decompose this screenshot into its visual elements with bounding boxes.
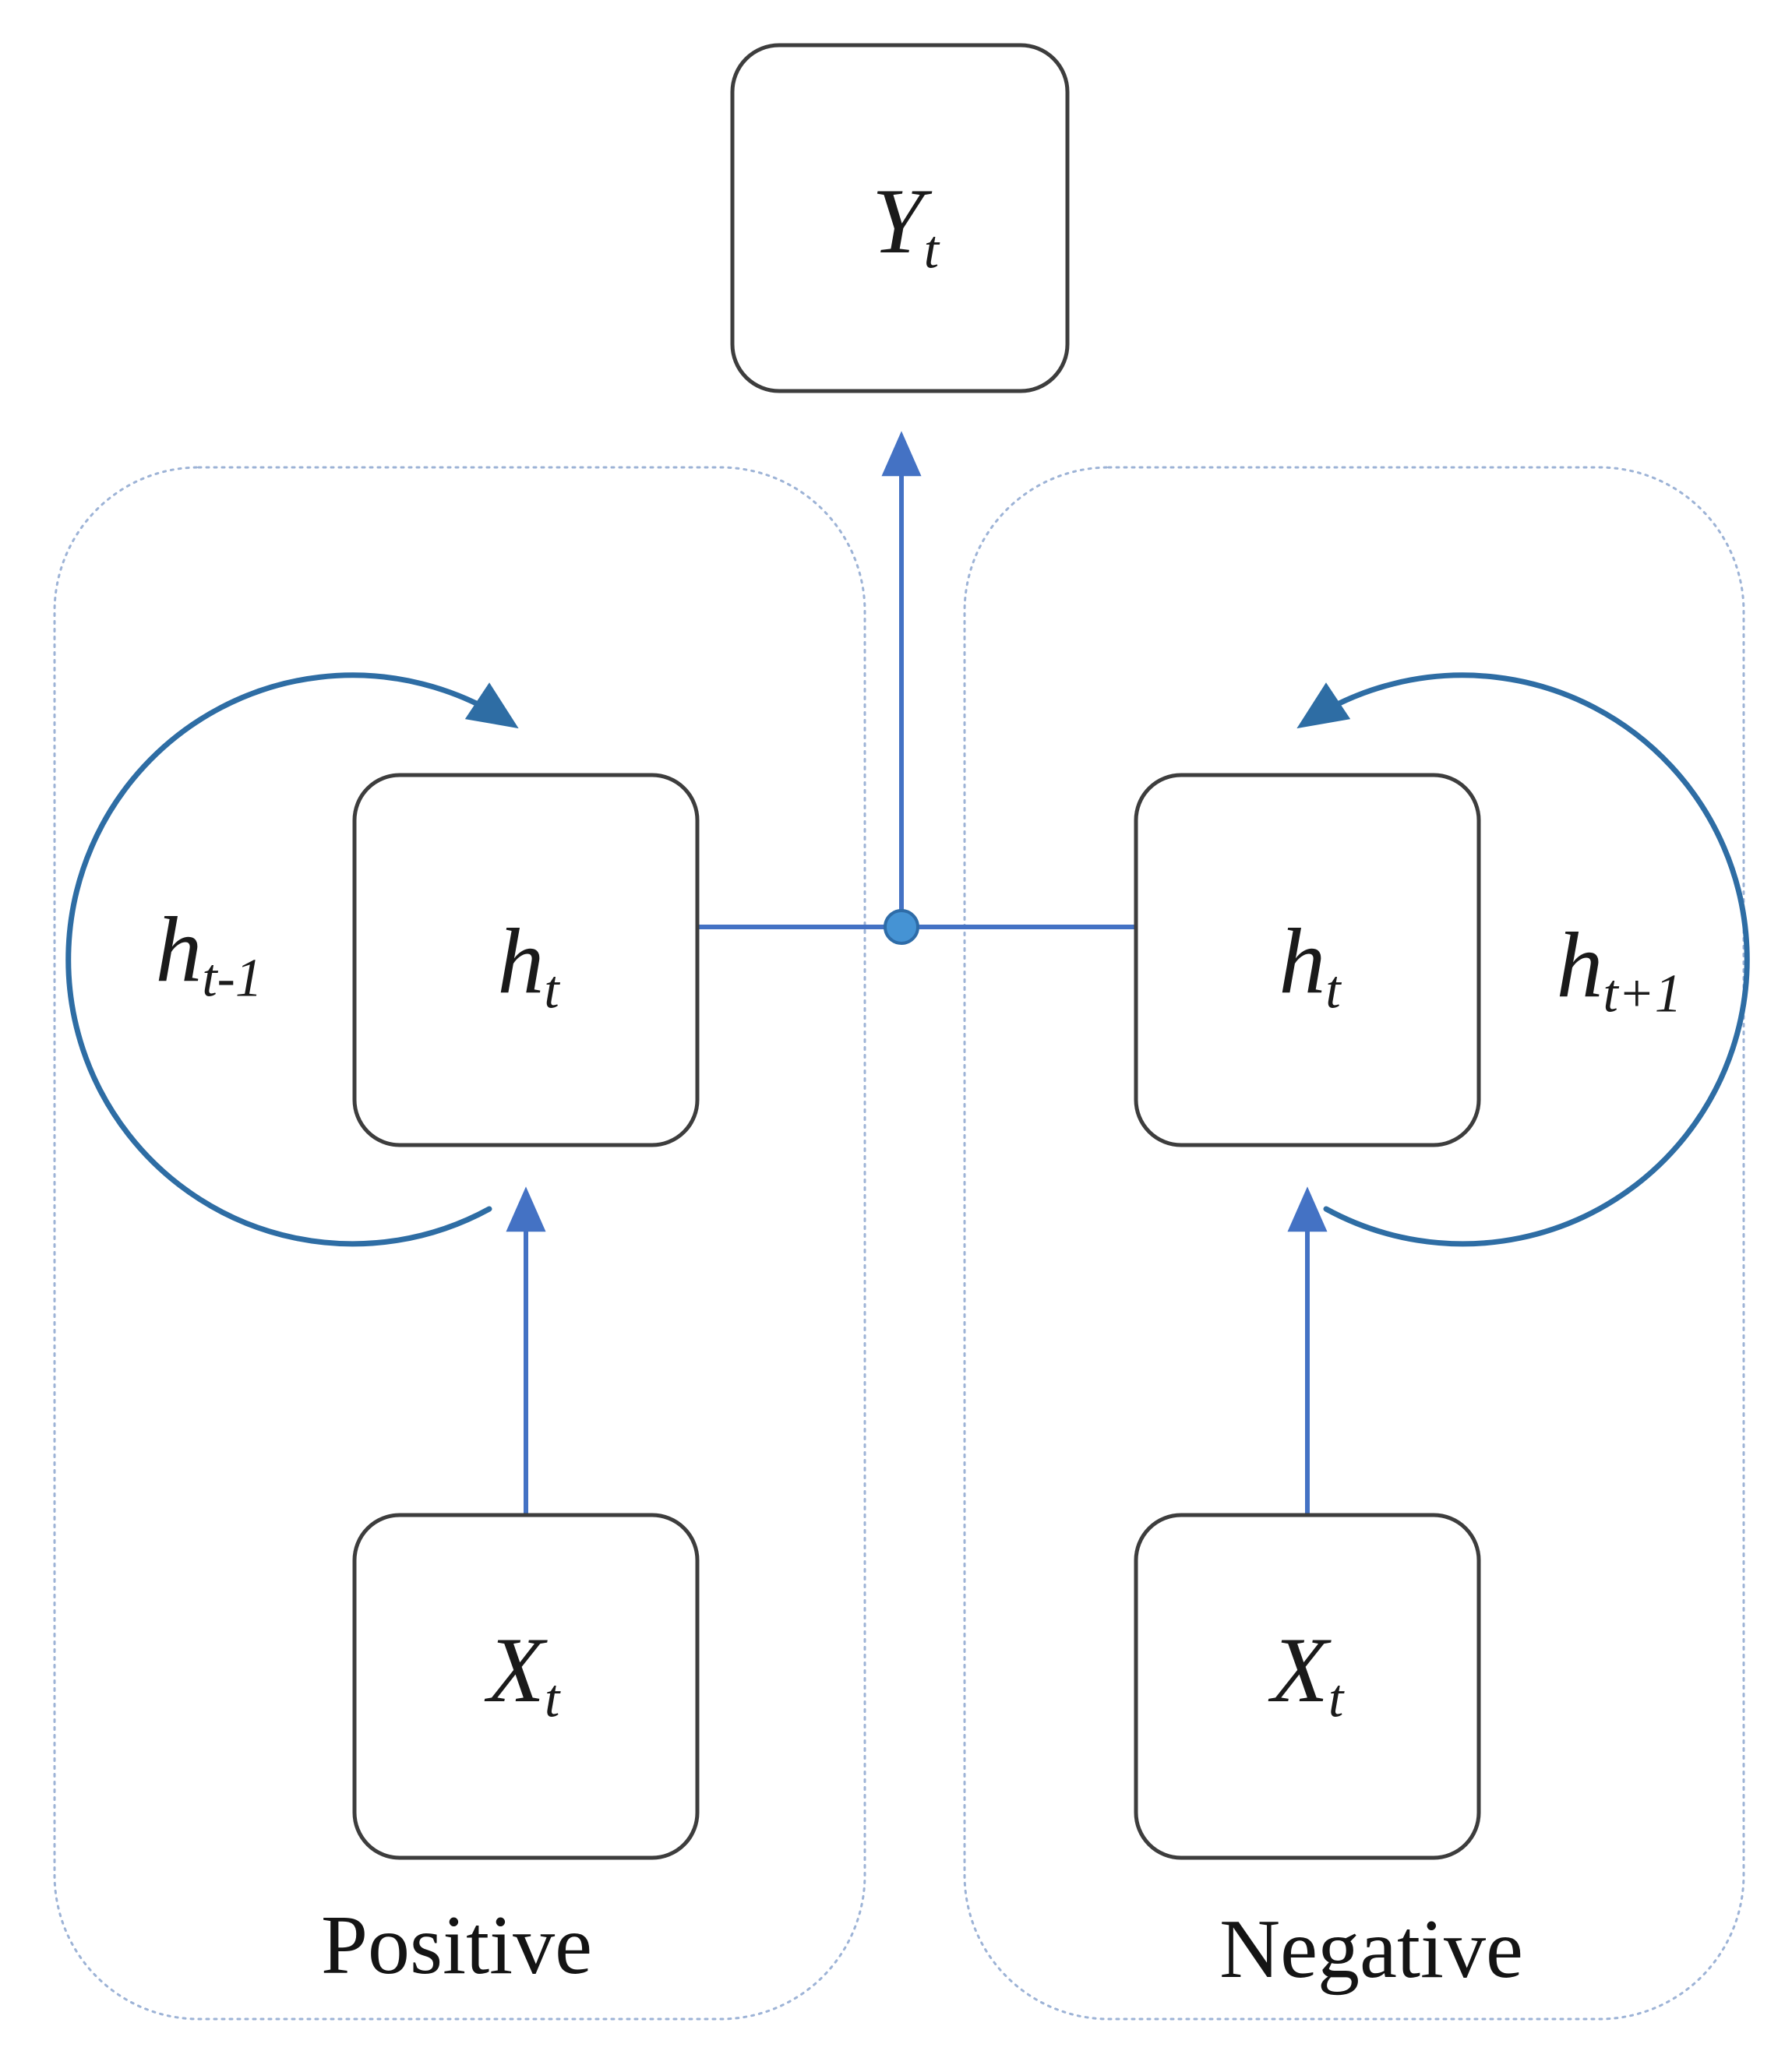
left-input-node-label-main: X bbox=[487, 1617, 545, 1721]
left-input-node-box bbox=[352, 1513, 700, 1860]
left-recurrent-label: ht-1 bbox=[155, 902, 263, 1009]
positive-group-outline bbox=[53, 466, 866, 2021]
right-input-node-label-main: X bbox=[1271, 1617, 1328, 1721]
negative-group-label: Negative bbox=[1219, 1903, 1523, 1996]
left-hidden-node-label: ht bbox=[497, 914, 559, 1017]
positive-group-label: Positive bbox=[320, 1899, 593, 1992]
left-input-node-label-sub: t bbox=[544, 1669, 560, 1729]
right-recurrent-label: ht+1 bbox=[1556, 918, 1681, 1021]
left-hidden-node-label-sub: t bbox=[544, 960, 559, 1020]
right-recurrent-label-main: h bbox=[1556, 912, 1603, 1017]
left-recurrent-label-main: h bbox=[155, 897, 203, 1001]
output-node-label-main: Y bbox=[871, 168, 924, 273]
right-recurrent-label-sub: t+1 bbox=[1603, 964, 1682, 1024]
left-recurrent-label-sub: t-1 bbox=[202, 948, 263, 1009]
right-input-node-box bbox=[1134, 1513, 1481, 1860]
right-recurrent-arrow bbox=[1296, 672, 1750, 1247]
right-hidden-node-box bbox=[1134, 773, 1481, 1147]
output-node-label: Yt bbox=[872, 174, 939, 277]
right-input-node-label-sub: t bbox=[1328, 1669, 1344, 1729]
left-hidden-node-label-main: h bbox=[497, 908, 545, 1013]
right-hidden-node-label: ht bbox=[1279, 914, 1340, 1017]
output-node-box bbox=[730, 43, 1070, 393]
left-input-node-label: Xt bbox=[488, 1623, 560, 1726]
right-hidden-node-label-main: h bbox=[1279, 908, 1326, 1013]
left-hidden-node-box bbox=[352, 773, 700, 1147]
right-hidden-node-label-sub: t bbox=[1325, 960, 1341, 1020]
right-input-node-label: Xt bbox=[1272, 1623, 1344, 1726]
junction-dot bbox=[884, 909, 919, 945]
negative-group-outline bbox=[963, 466, 1745, 2021]
output-node-label-sub: t bbox=[923, 220, 940, 280]
left-recurrent-arrow bbox=[65, 672, 519, 1247]
